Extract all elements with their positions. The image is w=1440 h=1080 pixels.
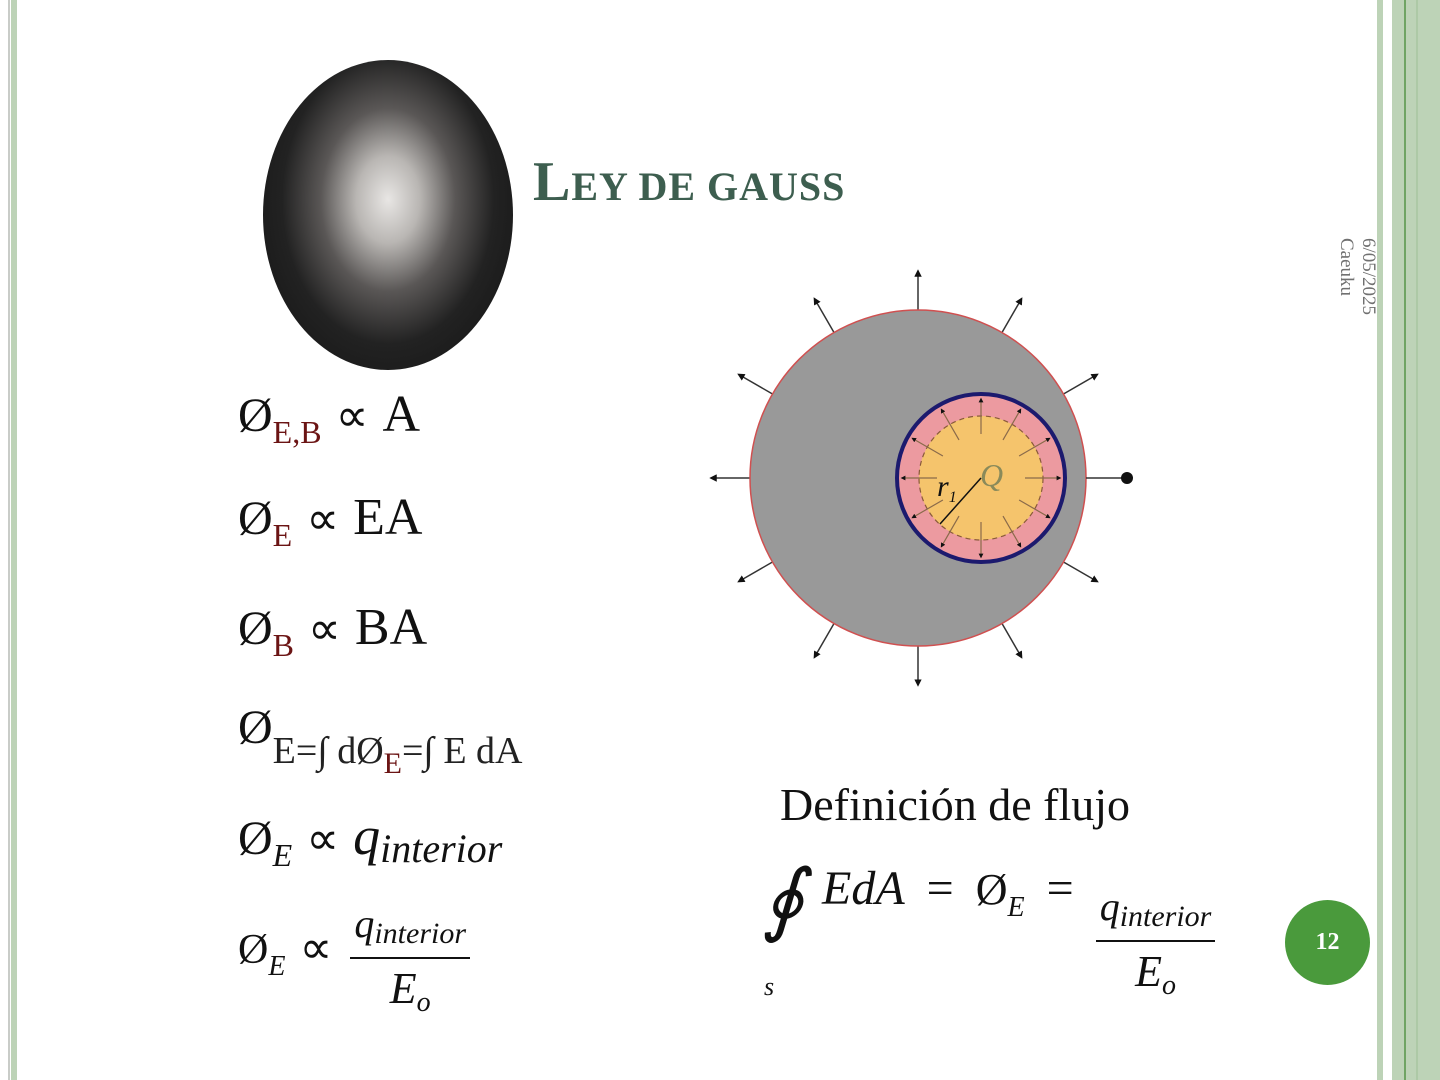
radius-label: r1 <box>937 470 957 506</box>
slide-author: Caeuku <box>1336 238 1357 297</box>
slide-footer-vertical: 6/05/2025 Caeuku <box>1335 238 1379 315</box>
outer-field-arrow <box>1001 623 1023 659</box>
inner-field-arrow <box>1002 408 1022 441</box>
right-border-stripe <box>1404 0 1406 1080</box>
point-marker <box>1121 472 1133 484</box>
outer-field-arrows <box>709 269 1099 687</box>
equation-flux-proportional-charge: ØE∝qinterior <box>238 806 503 873</box>
gauss-law-equation: ∮ s EdA = ØE = qinterior Eo <box>762 860 1216 1002</box>
fraction: qinterior Eo <box>350 900 470 1019</box>
inner-field-arrow <box>1002 515 1022 548</box>
definition-label: Definición de flujo <box>780 779 1131 830</box>
inner-field-arrow <box>911 437 944 457</box>
fraction: qinterior Eo <box>1095 883 1216 1002</box>
equation-electric-flux-ea: ØE∝EA <box>238 489 423 553</box>
outer-field-arrow <box>1063 561 1099 583</box>
outer-field-arrow <box>1001 297 1023 333</box>
left-border-line <box>8 0 10 1080</box>
equation-flux-proportional-area: ØE,B∝A <box>238 386 420 450</box>
slide-title: LEY DE GAUSS <box>533 151 846 213</box>
right-border-line <box>1377 0 1383 1080</box>
inner-field-arrow <box>1018 437 1051 457</box>
slide-date: 6/05/2025 <box>1358 238 1379 316</box>
outer-field-arrow <box>737 561 773 583</box>
radius-line <box>939 477 982 525</box>
outer-field-arrow <box>1063 373 1099 395</box>
outer-field-arrow <box>813 623 835 659</box>
surface-label: s <box>764 972 775 1001</box>
inner-field-arrow <box>940 515 960 548</box>
inner-field-arrow <box>940 408 960 441</box>
outer-field-arrow <box>737 373 773 395</box>
outer-field-arrow <box>813 297 835 333</box>
page-number-badge: 12 <box>1285 900 1370 985</box>
inner-field-arrow <box>1018 499 1051 519</box>
right-border-stripe-light <box>1416 0 1418 1080</box>
closed-integral-symbol: ∮ <box>762 856 804 944</box>
equation-flux-charge-over-epsilon: ØE∝ qinterior Eo <box>238 900 470 1019</box>
gauss-surface-diagram: r1 Q <box>709 269 1133 687</box>
gauss-portrait <box>263 60 513 370</box>
charge-label: Q <box>980 457 1003 493</box>
equation-magnetic-flux-ba: ØB∝BA <box>238 599 428 663</box>
left-border-band <box>11 0 17 1080</box>
inner-field-arrow <box>911 499 944 519</box>
inner-field-arrows <box>900 397 1062 559</box>
equation-flux-integral: ØE=∫ dØE=∫ E dA <box>238 701 523 780</box>
